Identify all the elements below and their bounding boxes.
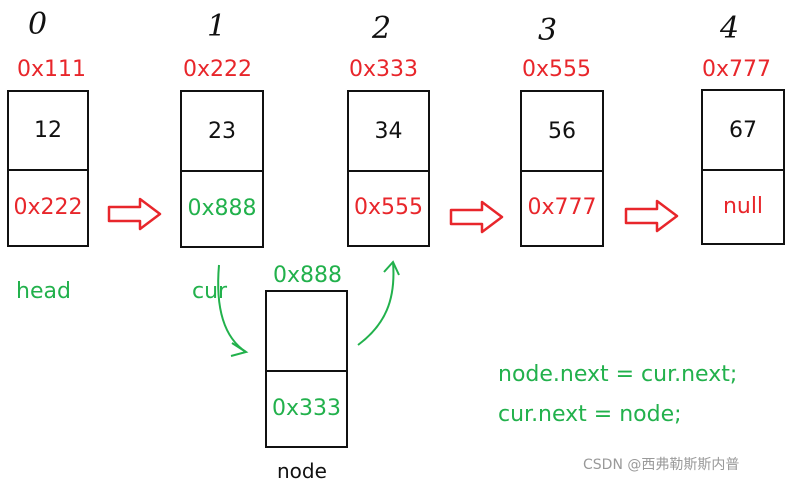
new-node-label: node xyxy=(277,459,327,483)
node-index-4: 4 xyxy=(720,11,740,46)
node-next-3: 0x777 xyxy=(527,195,597,220)
node-address-2: 0x333 xyxy=(349,57,419,82)
node-value-1: 23 xyxy=(208,118,236,144)
node-address-0: 0x111 xyxy=(17,57,87,82)
node-next-2: 0x555 xyxy=(353,195,423,220)
node-box-0: 12 0x222 xyxy=(7,90,89,247)
node-value-3: 56 xyxy=(548,118,576,144)
node-box-1: 23 0x888 xyxy=(180,90,264,248)
link-arrow-3-4 xyxy=(624,199,679,233)
link-arrow-0-1 xyxy=(107,197,162,231)
node-address-3: 0x555 xyxy=(522,57,592,82)
node-box-3: 56 0x777 xyxy=(520,90,604,247)
cur-to-node-arrow xyxy=(217,264,247,353)
node-address-1: 0x222 xyxy=(183,57,253,82)
node-index-1: 1 xyxy=(207,9,227,44)
node-index-0: 0 xyxy=(28,7,48,42)
node-next-0: 0x222 xyxy=(13,194,83,220)
node-index-2: 2 xyxy=(372,11,392,46)
node-index-3: 3 xyxy=(538,13,558,48)
head-label: head xyxy=(16,279,71,304)
new-node-box: 0x333 xyxy=(265,290,348,448)
node-value-2: 34 xyxy=(374,118,403,144)
node-value-0: 12 xyxy=(34,118,62,143)
watermark: CSDN @西弗勒斯斯内普 xyxy=(583,457,740,473)
code-line-2: cur.next = node; xyxy=(498,402,682,427)
new-node-address: 0x888 xyxy=(273,263,343,288)
node-next-4: null xyxy=(722,193,764,219)
node-box-2: 34 0x555 xyxy=(347,90,430,247)
node-address-4: 0x777 xyxy=(702,57,772,82)
node-box-4: 67 null xyxy=(701,89,785,245)
node-next-1: 0x888 xyxy=(187,195,257,221)
link-arrow-2-3 xyxy=(449,200,504,234)
node-to-next-arrow xyxy=(357,261,395,346)
cur-to-node-arrowhead xyxy=(230,342,249,357)
cur-label: cur xyxy=(192,279,228,304)
new-node-next: 0x333 xyxy=(271,395,341,421)
code-line-1: node.next = cur.next; xyxy=(498,362,738,387)
node-value-4: 67 xyxy=(729,117,757,143)
node-to-next-arrowhead xyxy=(383,260,400,276)
